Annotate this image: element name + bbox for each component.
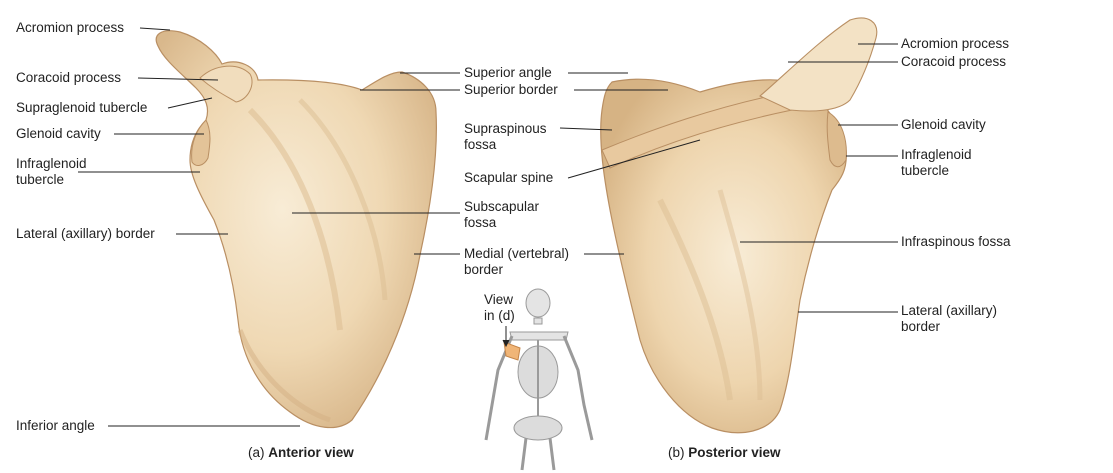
label-scapular-spine: Scapular spine [464, 170, 553, 186]
label-coracoid-process-posterior: Coracoid process [901, 54, 1006, 70]
posterior-scapula [601, 18, 877, 433]
label-inferior-angle: Inferior angle [16, 418, 95, 434]
label-infraglenoid-tubercle-anterior: Infraglenoid tubercle [16, 156, 87, 188]
label-superior-border: Superior border [464, 82, 558, 98]
caption-posterior-title: Posterior view [688, 445, 780, 460]
label-supraspinous-fossa: Supraspinous fossa [464, 121, 547, 153]
label-glenoid-cavity-posterior: Glenoid cavity [901, 117, 986, 133]
label-acromion-process-posterior: Acromion process [901, 36, 1009, 52]
caption-posterior-prefix: (b) [668, 445, 685, 460]
label-subscapular-fossa: Subscapular fossa [464, 199, 539, 231]
label-supraglenoid-tubercle: Supraglenoid tubercle [16, 100, 147, 116]
label-superior-angle: Superior angle [464, 65, 552, 81]
label-infraspinous-fossa: Infraspinous fossa [901, 234, 1011, 250]
label-glenoid-cavity-anterior: Glenoid cavity [16, 126, 101, 142]
caption-posterior: (b) Posterior view [668, 445, 781, 460]
label-view-in-d: View in (d) [484, 292, 515, 324]
caption-anterior-prefix: (a) [248, 445, 265, 460]
caption-anterior: (a) Anterior view [248, 445, 354, 460]
label-lateral-border-anterior: Lateral (axillary) border [16, 226, 155, 242]
label-medial-border: Medial (vertebral) border [464, 246, 569, 278]
label-acromion-process-anterior: Acromion process [16, 20, 124, 36]
label-coracoid-process-anterior: Coracoid process [16, 70, 121, 86]
label-lateral-border-posterior: Lateral (axillary) border [901, 303, 997, 335]
caption-anterior-title: Anterior view [268, 445, 354, 460]
label-infraglenoid-tubercle-posterior: Infraglenoid tubercle [901, 147, 972, 179]
